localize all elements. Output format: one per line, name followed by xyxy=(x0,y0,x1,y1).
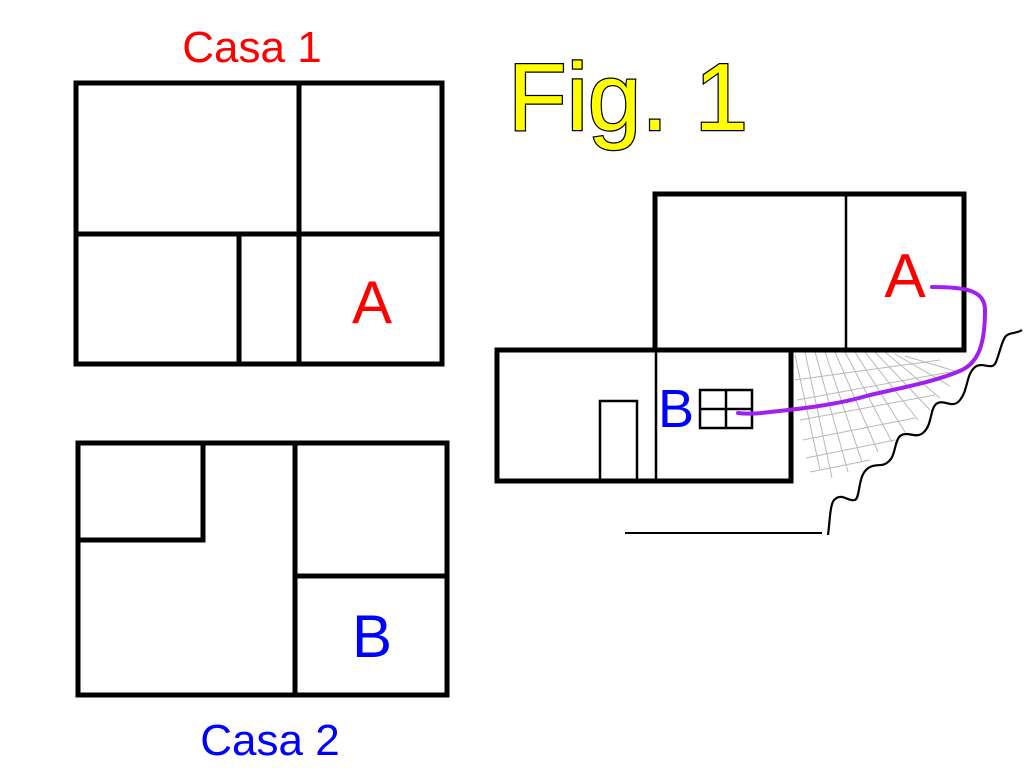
section-lower-house xyxy=(494,347,794,484)
door xyxy=(598,399,639,483)
figure-title: Fig. 1 xyxy=(508,44,748,151)
house-1-floor-plan xyxy=(73,80,445,367)
house-2-wall xyxy=(78,443,206,543)
section-view: A B xyxy=(494,191,1023,536)
section-label-b: B xyxy=(658,379,694,439)
section-label-a: A xyxy=(884,242,926,311)
window xyxy=(698,388,754,430)
terrain-slope xyxy=(826,329,1023,536)
house-2-room-label: B xyxy=(352,603,392,670)
house-1-room-label: A xyxy=(352,269,392,336)
hatched-area xyxy=(794,351,959,479)
house-1-outline xyxy=(73,80,445,367)
house-2-outline xyxy=(75,440,450,698)
house-2-caption: Casa 2 xyxy=(200,716,339,765)
house-1-caption: Casa 1 xyxy=(182,23,321,72)
section-upper-house xyxy=(652,191,967,353)
connection-path xyxy=(736,285,988,416)
house-2-floor-plan xyxy=(75,440,450,698)
